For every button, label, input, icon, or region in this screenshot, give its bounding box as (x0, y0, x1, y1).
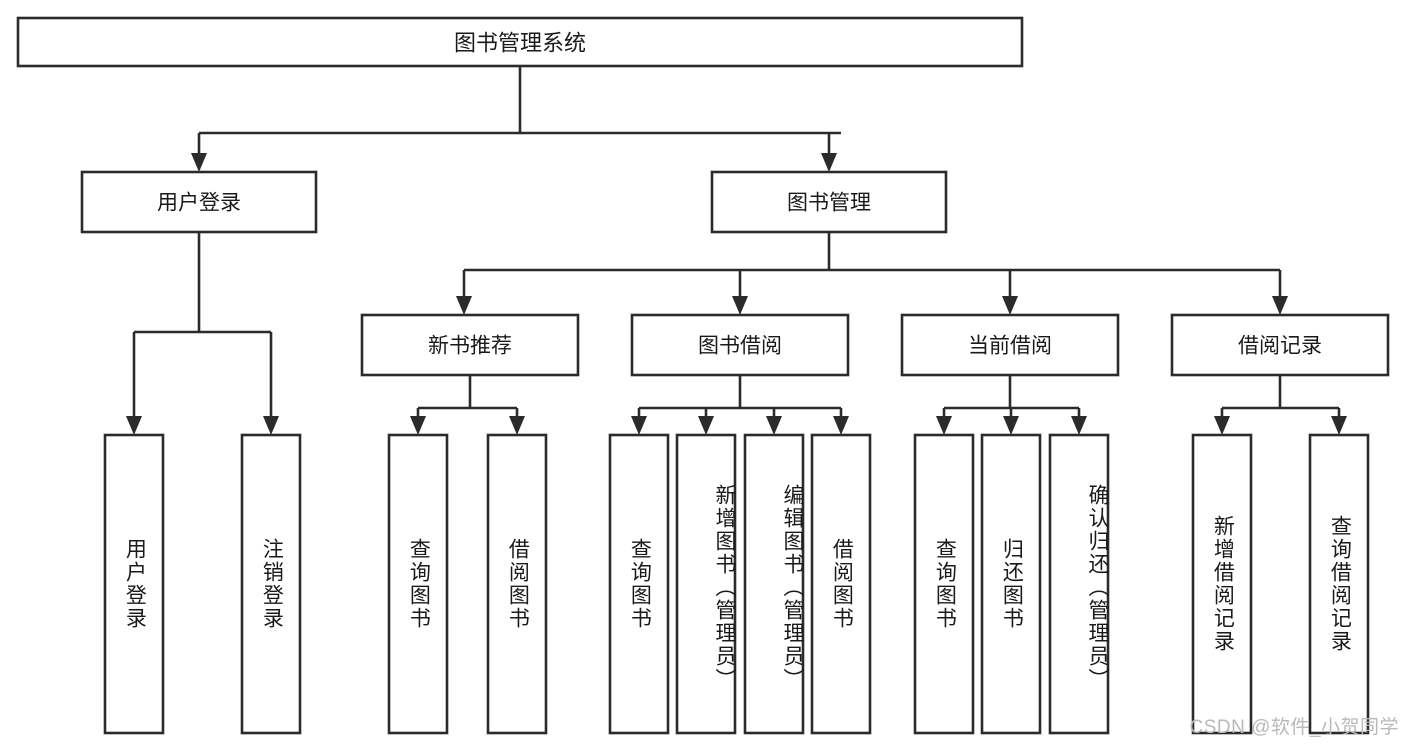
arrowhead-new-book-leaf1 (410, 416, 426, 435)
node-book-manage[interactable]: 图书管理 (710, 170, 948, 234)
node-borrow-record-label: 借阅记录 (1238, 335, 1322, 358)
edges-borrow-record-to-leaves (1214, 375, 1347, 435)
node-book-borrow[interactable]: 图书借阅 (630, 313, 850, 377)
arrowhead-book-borrow (732, 296, 748, 315)
arrowhead-borrow-record (1272, 296, 1288, 315)
node-book-borrow-box[interactable] (630, 313, 850, 377)
leaf-box-query-book-current[interactable] (913, 433, 975, 735)
arrowhead-user-login-leaf1 (126, 416, 142, 435)
edges-book-manage-to-level2 (456, 232, 1288, 315)
node-book-manage-box[interactable] (710, 170, 948, 234)
leaf-box-borrow-book-recommend[interactable] (486, 433, 548, 735)
arrowhead-book-borrow-leaf1 (631, 416, 647, 435)
leaf-box-query-borrow-record[interactable] (1308, 433, 1370, 735)
node-user-login[interactable]: 用户登录 (80, 170, 318, 234)
arrowhead-new-book (456, 296, 472, 315)
leaf-box-confirm-return-admin[interactable] (1048, 433, 1110, 735)
leaf-box-user-login[interactable] (103, 433, 165, 735)
node-new-book-recommend-box[interactable] (360, 313, 580, 377)
leaf-box-add-borrow-record[interactable] (1191, 433, 1253, 735)
leaf-box-query-book-borrow[interactable] (608, 433, 670, 735)
arrowhead-current-borrow-leaf1 (936, 416, 952, 435)
node-new-book-recommend-label: 新书推荐 (428, 335, 512, 358)
arrowhead-current-borrow (1002, 296, 1018, 315)
edges-book-borrow-to-leaves (631, 375, 849, 435)
edges-current-borrow-to-leaves (936, 375, 1087, 435)
node-borrow-record[interactable]: 借阅记录 (1170, 313, 1390, 377)
node-book-borrow-label: 图书借阅 (698, 335, 782, 358)
leaf-box-logout[interactable] (240, 433, 302, 735)
arrowhead-user-login (191, 153, 207, 172)
node-current-borrow-box[interactable] (900, 313, 1120, 377)
edges-user-login-to-leaves (126, 232, 279, 435)
arrowhead-new-book-leaf2 (509, 416, 525, 435)
leaf-box-edit-book-admin[interactable] (743, 433, 805, 735)
node-book-manage-label: 图书管理 (787, 192, 871, 215)
node-root-box[interactable] (16, 16, 1024, 68)
arrowhead-borrow-record-leaf1 (1214, 416, 1230, 435)
edges-root-to-level1 (191, 66, 841, 172)
node-root[interactable]: 图书管理系统 (16, 16, 1024, 68)
arrowhead-book-borrow-leaf3 (766, 416, 782, 435)
leaf-box-return-book[interactable] (980, 433, 1042, 735)
arrowhead-current-borrow-leaf3 (1071, 416, 1087, 435)
node-user-login-label: 用户登录 (157, 192, 241, 215)
arrowhead-book-manage (821, 153, 837, 172)
arrowhead-book-borrow-leaf4 (833, 416, 849, 435)
arrowhead-user-login-leaf2 (263, 416, 279, 435)
csdn-watermark: CSDN @软件_小贺同学 (1189, 717, 1399, 738)
edges-new-book-to-leaves (410, 375, 525, 435)
leaf-box-borrow-book[interactable] (810, 433, 872, 735)
node-current-borrow[interactable]: 当前借阅 (900, 313, 1120, 377)
arrowhead-borrow-record-leaf2 (1331, 416, 1347, 435)
node-borrow-record-box[interactable] (1170, 313, 1390, 377)
arrowhead-current-borrow-leaf2 (1003, 416, 1019, 435)
node-root-label: 图书管理系统 (454, 31, 586, 56)
node-new-book-recommend[interactable]: 新书推荐 (360, 313, 580, 377)
leaf-box-query-book-recommend[interactable] (387, 433, 449, 735)
arrowhead-book-borrow-leaf2 (698, 416, 714, 435)
node-current-borrow-label: 当前借阅 (968, 335, 1052, 358)
leaf-box-add-book-admin[interactable] (675, 433, 737, 735)
